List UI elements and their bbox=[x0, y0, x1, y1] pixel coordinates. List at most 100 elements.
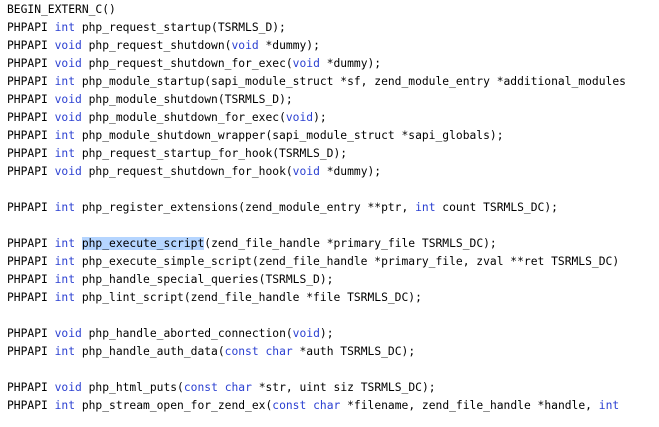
code-token: PHPAPI bbox=[7, 111, 55, 124]
keyword-token: void bbox=[292, 57, 320, 70]
code-token: *dummy); bbox=[258, 39, 320, 52]
code-token: php_module_shutdown_for_exec( bbox=[81, 111, 286, 124]
code-line[interactable]: BEGIN_EXTERN_C() bbox=[7, 1, 659, 19]
keyword-token: void bbox=[54, 381, 82, 394]
keyword-token: void bbox=[54, 165, 82, 178]
code-line[interactable]: PHPAPI int php_request_startup(TSRMLS_D)… bbox=[7, 19, 659, 37]
code-token: php_lint_script(zend_file_handle *file T… bbox=[75, 291, 422, 304]
keyword-token: int bbox=[54, 201, 76, 214]
code-line[interactable]: PHPAPI void php_handle_aborted_connectio… bbox=[7, 325, 659, 343]
code-token: PHPAPI bbox=[7, 165, 55, 178]
keyword-token: int bbox=[54, 345, 76, 358]
keyword-token: int bbox=[54, 273, 76, 286]
code-token: *dummy); bbox=[319, 57, 382, 70]
keyword-token: int bbox=[54, 75, 76, 88]
code-line[interactable]: PHPAPI void php_module_shutdown_for_exec… bbox=[7, 109, 659, 127]
code-token: php_html_puts( bbox=[81, 381, 184, 394]
code-token: ); bbox=[313, 111, 327, 124]
code-token: php_module_shutdown(TSRMLS_D); bbox=[81, 93, 293, 106]
keyword-token: void bbox=[292, 327, 320, 340]
code-token: PHPAPI bbox=[7, 147, 55, 160]
selected-text: php_execute_script bbox=[81, 237, 205, 250]
code-line[interactable]: PHPAPI int php_execute_simple_script(zen… bbox=[7, 253, 659, 271]
keyword-token: int bbox=[54, 129, 76, 142]
code-line[interactable]: PHPAPI void php_request_shutdown_for_hoo… bbox=[7, 163, 659, 181]
code-token: (zend_file_handle *primary_file TSRMLS_D… bbox=[204, 237, 497, 250]
keyword-token: const bbox=[272, 399, 307, 412]
code-token: PHPAPI bbox=[7, 255, 55, 268]
code-token: php_handle_special_queries(TSRMLS_D); bbox=[75, 273, 334, 286]
keyword-token: const bbox=[224, 345, 259, 358]
keyword-token: int bbox=[54, 21, 76, 34]
code-token: PHPAPI bbox=[7, 201, 55, 214]
code-token: php_module_startup(sapi_module_struct *s… bbox=[75, 75, 626, 88]
keyword-token: int bbox=[598, 399, 620, 412]
code-token: PHPAPI bbox=[7, 39, 55, 52]
blank-line[interactable] bbox=[7, 217, 659, 235]
keyword-token: void bbox=[54, 327, 82, 340]
code-token: *auth TSRMLS_DC); bbox=[292, 345, 416, 358]
code-line[interactable]: PHPAPI void php_request_shutdown_for_exe… bbox=[7, 55, 659, 73]
code-token: PHPAPI bbox=[7, 327, 55, 340]
code-token: php_handle_aborted_connection( bbox=[81, 327, 293, 340]
code-token: php_request_shutdown( bbox=[81, 39, 232, 52]
blank-line[interactable] bbox=[7, 361, 659, 379]
keyword-token: int bbox=[54, 255, 76, 268]
code-token: count TSRMLS_DC); bbox=[435, 201, 558, 214]
code-line[interactable]: PHPAPI int php_request_startup_for_hook(… bbox=[7, 145, 659, 163]
code-token bbox=[218, 381, 225, 394]
keyword-token: void bbox=[54, 93, 82, 106]
code-token: PHPAPI bbox=[7, 399, 55, 412]
code-line[interactable]: PHPAPI int php_handle_auth_data(const ch… bbox=[7, 343, 659, 361]
code-line[interactable]: PHPAPI int php_handle_special_queries(TS… bbox=[7, 271, 659, 289]
code-token: *dummy); bbox=[319, 165, 382, 178]
code-token: PHPAPI bbox=[7, 381, 55, 394]
code-token: ); bbox=[319, 327, 334, 340]
code-token: PHPAPI bbox=[7, 57, 55, 70]
keyword-token: int bbox=[54, 147, 76, 160]
code-line[interactable]: PHPAPI void php_module_shutdown(TSRMLS_D… bbox=[7, 91, 659, 109]
code-token: *str, uint siz TSRMLS_DC); bbox=[251, 381, 436, 394]
code-line[interactable]: PHPAPI void php_request_shutdown(void *d… bbox=[7, 37, 659, 55]
code-line[interactable]: PHPAPI int php_module_startup(sapi_modul… bbox=[7, 73, 659, 91]
code-token: PHPAPI bbox=[7, 291, 55, 304]
code-line[interactable]: PHPAPI int php_module_shutdown_wrapper(s… bbox=[7, 127, 659, 145]
keyword-token: const bbox=[183, 381, 218, 394]
blank-line[interactable] bbox=[7, 307, 659, 325]
keyword-token: void bbox=[292, 165, 320, 178]
code-token: PHPAPI bbox=[7, 273, 55, 286]
code-token: PHPAPI bbox=[7, 75, 55, 88]
code-editor[interactable]: BEGIN_EXTERN_C() PHPAPI int php_request_s… bbox=[7, 1, 659, 427]
code-token: *filename, zend_file_handle *handle, bbox=[340, 399, 599, 412]
keyword-token: void bbox=[54, 39, 82, 52]
code-token: PHPAPI bbox=[7, 21, 55, 34]
code-token: PHPAPI bbox=[7, 129, 55, 142]
keyword-token: void bbox=[285, 111, 314, 124]
code-token: php_stream_open_for_zend_ex( bbox=[75, 399, 273, 412]
keyword-token: void bbox=[231, 39, 259, 52]
code-token: php_request_startup_for_hook(TSRMLS_D); bbox=[75, 147, 348, 160]
code-token: PHPAPI bbox=[7, 93, 55, 106]
code-token: BEGIN_EXTERN_C() bbox=[7, 3, 116, 16]
keyword-token: int bbox=[415, 201, 436, 214]
keyword-token: char bbox=[224, 381, 252, 394]
code-token: php_handle_auth_data( bbox=[75, 345, 225, 358]
code-token: php_execute_simple_script(zend_file_hand… bbox=[75, 255, 620, 268]
keyword-token: char bbox=[265, 345, 293, 358]
keyword-token: int bbox=[54, 291, 76, 304]
keyword-token: int bbox=[54, 237, 76, 250]
code-line[interactable]: PHPAPI int php_lint_script(zend_file_han… bbox=[7, 289, 659, 307]
code-line[interactable]: PHPAPI int php_register_extensions(zend_… bbox=[7, 199, 659, 217]
code-token bbox=[75, 237, 82, 250]
code-token: php_module_shutdown_wrapper(sapi_module_… bbox=[75, 129, 504, 142]
blank-line[interactable] bbox=[7, 181, 659, 199]
code-token: php_request_shutdown_for_exec( bbox=[81, 57, 293, 70]
keyword-token: int bbox=[54, 399, 76, 412]
code-line[interactable]: PHPAPI int php_execute_script(zend_file_… bbox=[7, 235, 659, 253]
keyword-token: void bbox=[54, 57, 82, 70]
code-token: php_register_extensions(zend_module_entr… bbox=[75, 201, 416, 214]
code-line[interactable]: PHPAPI int php_stream_open_for_zend_ex(c… bbox=[7, 397, 659, 415]
code-line[interactable]: PHPAPI void php_html_puts(const char *st… bbox=[7, 379, 659, 397]
keyword-token: void bbox=[54, 111, 82, 124]
code-token: PHPAPI bbox=[7, 237, 55, 250]
